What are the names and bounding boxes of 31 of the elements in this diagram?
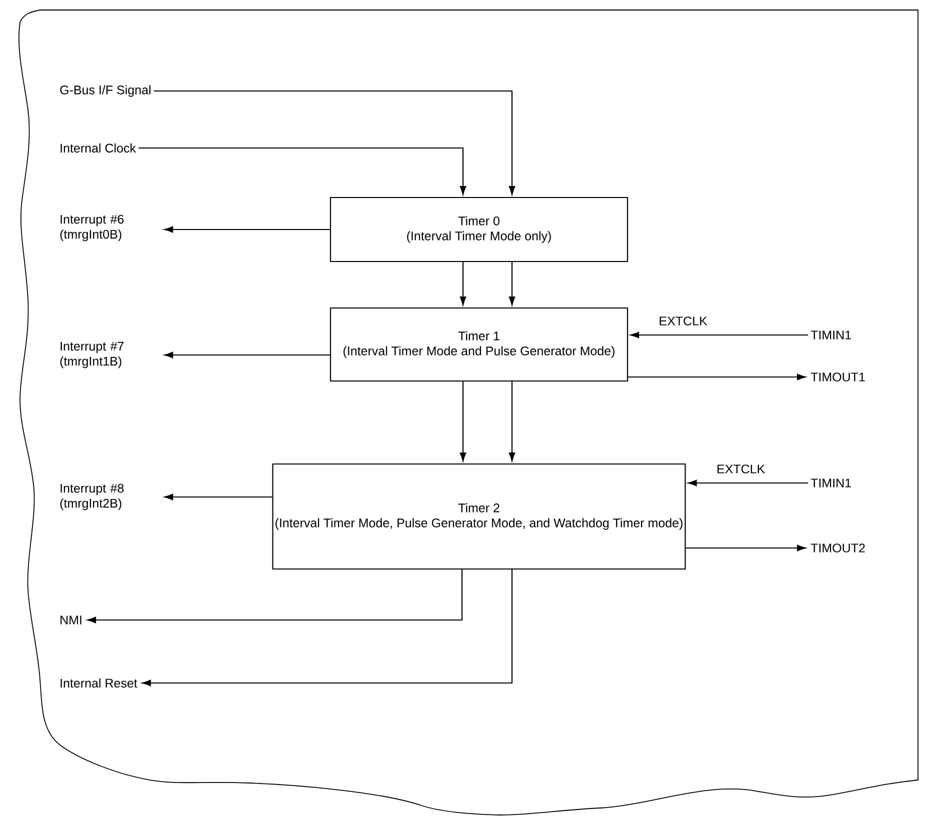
signal-label: NMI	[60, 616, 82, 624]
arrow	[508, 382, 516, 462]
arrow	[688, 480, 808, 486]
edge-label: EXTCLK	[718, 464, 765, 474]
arrow	[138, 147, 466, 195]
signal-label: TIMOUT2	[810, 544, 865, 552]
arrow	[686, 544, 806, 552]
timer-box: Timer 2 (Interval Timer Mode, Pulse Generator Mode, and Watchdog Timer mode)	[272, 463, 686, 570]
arrow	[87, 570, 463, 624]
signal-label: Interrupt #6 (tmrgInt0B)	[60, 214, 124, 242]
signal-label: Interrupt #8 (tmrgInt2B)	[60, 484, 124, 510]
signal-label: Internal Reset	[60, 678, 138, 688]
timer-box: Timer 1 (Interval Timer Mode and Pulse Generator Mode)	[330, 307, 628, 382]
arrow	[508, 262, 516, 306]
arrow	[460, 382, 466, 462]
arrow	[628, 374, 806, 380]
timer-box: Timer 0 (Interval Timer Mode only)	[330, 196, 628, 262]
signal-label: TIMIN1	[810, 330, 851, 340]
arrow	[164, 494, 272, 500]
arrow	[164, 226, 330, 233]
arrow	[630, 332, 808, 338]
signal-label: Internal Clock	[60, 143, 136, 153]
signal-label: TIMOUT1	[810, 372, 865, 382]
arrow	[142, 570, 513, 686]
arrow	[164, 352, 330, 358]
arrow	[154, 90, 516, 195]
signal-label: TIMIN1	[810, 478, 851, 488]
signal-label: Interrupt #7 (tmrgInt1B)	[60, 342, 124, 368]
arrow	[460, 262, 466, 306]
edge-label: EXTCLK	[660, 316, 708, 326]
signal-label: G-Bus I/F Signal	[60, 85, 150, 97]
